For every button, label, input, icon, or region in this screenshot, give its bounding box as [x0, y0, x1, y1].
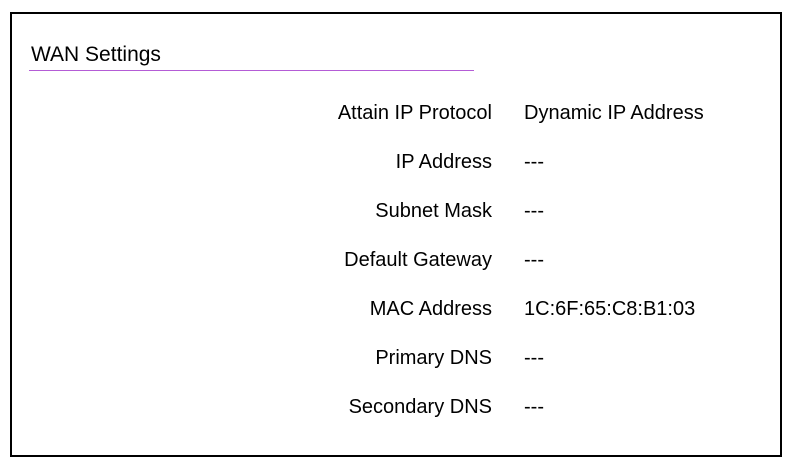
ip-address-value: ---	[524, 147, 544, 177]
row-attain-ip-protocol: Attain IP Protocol Dynamic IP Address	[12, 98, 780, 128]
secondary-dns-value: ---	[524, 392, 544, 422]
row-secondary-dns: Secondary DNS ---	[12, 392, 780, 422]
primary-dns-label: Primary DNS	[375, 343, 492, 373]
mac-address-label: MAC Address	[370, 294, 492, 324]
subnet-mask-label: Subnet Mask	[375, 196, 492, 226]
primary-dns-value: ---	[524, 343, 544, 373]
ip-address-label: IP Address	[396, 147, 492, 177]
section-title: WAN Settings	[29, 44, 474, 71]
row-mac-address: MAC Address 1C:6F:65:C8:B1:03	[12, 294, 780, 324]
default-gateway-value: ---	[524, 245, 544, 275]
secondary-dns-label: Secondary DNS	[349, 392, 492, 422]
row-ip-address: IP Address ---	[12, 147, 780, 177]
default-gateway-label: Default Gateway	[344, 245, 492, 275]
attain-ip-protocol-value: Dynamic IP Address	[524, 98, 704, 128]
row-default-gateway: Default Gateway ---	[12, 245, 780, 275]
wan-settings-panel: WAN Settings Attain IP Protocol Dynamic …	[10, 12, 782, 457]
row-primary-dns: Primary DNS ---	[12, 343, 780, 373]
mac-address-value: 1C:6F:65:C8:B1:03	[524, 294, 695, 324]
subnet-mask-value: ---	[524, 196, 544, 226]
row-subnet-mask: Subnet Mask ---	[12, 196, 780, 226]
attain-ip-protocol-label: Attain IP Protocol	[338, 98, 492, 128]
